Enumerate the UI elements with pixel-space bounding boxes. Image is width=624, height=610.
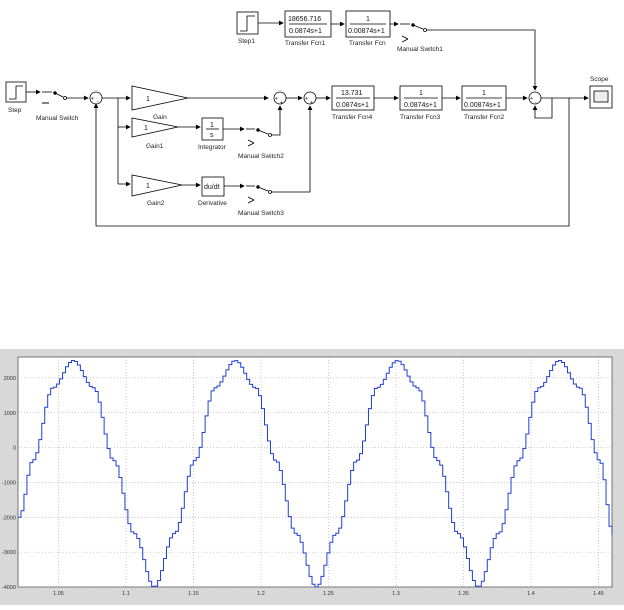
tf4-label: Transfer Fcn4	[332, 114, 373, 121]
manual-switch-label: Manual Switch	[36, 115, 79, 122]
tf2-label: Transfer Fcn2	[464, 114, 505, 121]
signal-line	[18, 360, 613, 588]
gain1-label: Gain1	[146, 143, 164, 150]
tf-label: Transfer Fcn	[349, 40, 386, 47]
y-tick-label: -1000	[2, 480, 16, 486]
simulink-block-diagram: +- ++ ++ +- 1 1 1 1 s du/dt 18656.716 0.…	[5, 10, 613, 227]
y-tick-label: 0	[13, 446, 16, 452]
tf1-num: 18656.716	[288, 16, 321, 23]
step1-block[interactable]	[236, 11, 259, 35]
tf3-den: 0.0874s+1	[404, 102, 437, 109]
tf1-den: 0.0874s+1	[289, 28, 322, 35]
gain1-value: 1	[144, 125, 148, 132]
scope-label: Scope	[590, 76, 609, 83]
gain-block[interactable]	[131, 85, 189, 111]
tf3-label: Transfer Fcn3	[400, 114, 441, 121]
y-tick-label: -3000	[2, 550, 16, 556]
tf2-den: 0.00874s+1	[464, 102, 501, 109]
step-block[interactable]	[5, 81, 27, 103]
tf3-num: 1	[419, 90, 423, 97]
y-tick-label: 2000	[4, 376, 16, 382]
svg-text:+: +	[280, 100, 283, 106]
manual-switch-block[interactable]	[42, 91, 67, 104]
x-tick-label: 1.4	[527, 591, 535, 597]
svg-text:+: +	[91, 96, 94, 102]
scope-block[interactable]	[589, 85, 613, 109]
x-tick-label: 1.05	[53, 591, 64, 597]
manual-switch2-label: Manual Switch2	[238, 153, 284, 160]
manual-switch1-label: Manual Switch1	[397, 46, 443, 53]
svg-text:-: -	[97, 99, 99, 105]
tf-den: 0.00874s+1	[348, 28, 385, 35]
x-tick-label: 1.1	[122, 591, 130, 597]
integrator-label: Integrator	[198, 144, 227, 151]
plot-area	[17, 356, 613, 588]
integrator-num: 1	[210, 122, 214, 129]
gain1-block[interactable]	[131, 117, 179, 138]
gain2-block[interactable]	[131, 174, 183, 197]
tf-num: 1	[366, 16, 370, 23]
x-tick-label: 1.25	[323, 591, 334, 597]
svg-text:+: +	[310, 100, 313, 106]
step1-label: Step1	[238, 38, 255, 45]
scope-chart: 1.05 1.1 1.15 1.2 1.25 1.3 1.35 1.4 1.45 2000 100…	[0, 349, 624, 605]
x-tick-label: 1.15	[188, 591, 199, 597]
tf2-num: 1	[482, 90, 486, 97]
derivative-text: du/dt	[204, 184, 220, 191]
gain2-value: 1	[146, 183, 150, 190]
derivative-block[interactable]	[201, 176, 225, 197]
svg-text:+: +	[530, 96, 533, 102]
manual-switch1-block[interactable]	[400, 23, 427, 43]
manual-switch3-block[interactable]	[246, 185, 272, 204]
svg-text:-: -	[535, 100, 537, 106]
scope-plot: 1.05 1.1 1.15 1.2 1.25 1.3 1.35 1.4 1.45 2000 100…	[0, 349, 624, 605]
svg-text:+: +	[305, 96, 308, 102]
svg-text:+: +	[275, 96, 278, 102]
integrator-den: s	[210, 132, 214, 139]
step-label: Step	[8, 107, 22, 114]
y-tick-label: -4000	[2, 585, 16, 591]
tf1-label: Transfer Fcn1	[285, 40, 326, 47]
gain-value: 1	[146, 96, 150, 103]
gain2-label: Gain2	[147, 200, 165, 207]
gain-label: Gain	[153, 114, 167, 121]
x-tick-label: 1.35	[458, 591, 469, 597]
tf4-num: 13.731	[341, 90, 363, 97]
y-tick-label: -2000	[2, 515, 16, 521]
y-tick-label: 1000	[4, 411, 16, 417]
x-tick-label: 1.2	[257, 591, 265, 597]
x-tick-label: 1.45	[593, 591, 604, 597]
x-tick-label: 1.3	[392, 591, 400, 597]
manual-switch3-label: Manual Switch3	[238, 210, 284, 217]
tf4-den: 0.0874s+1	[336, 102, 369, 109]
derivative-label: Derivative	[198, 200, 227, 207]
manual-switch2-block[interactable]	[246, 128, 272, 147]
